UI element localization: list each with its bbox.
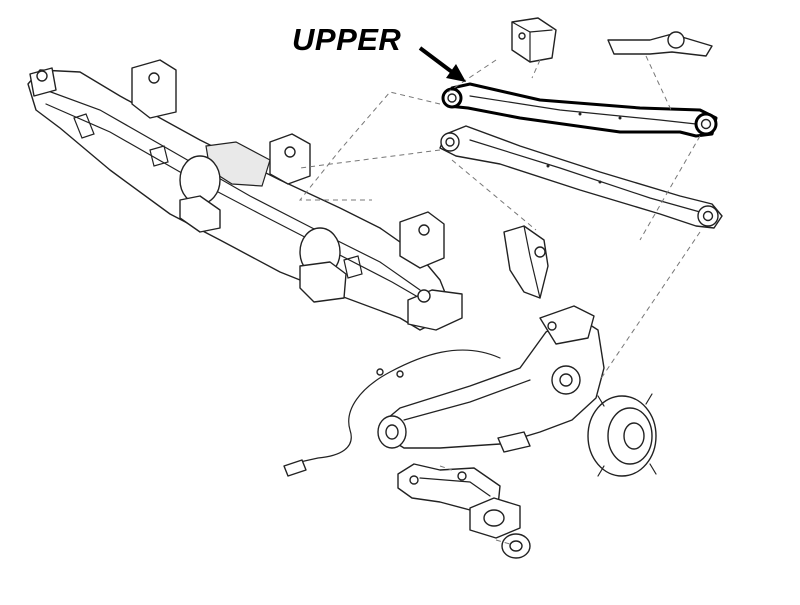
arm-bracket bbox=[503, 225, 549, 299]
mounting-bracket bbox=[511, 17, 557, 63]
toe-link-bracket bbox=[607, 31, 713, 57]
bushing-mount bbox=[469, 497, 521, 539]
lower-bracket bbox=[397, 463, 501, 511]
callout-arrow bbox=[418, 46, 466, 82]
bushing-washer bbox=[501, 533, 531, 559]
wheel-knuckle bbox=[377, 305, 605, 453]
rear-subframe bbox=[27, 59, 463, 331]
wheel-hub bbox=[587, 393, 657, 477]
assembly-guide-lines bbox=[298, 55, 701, 545]
lower-control-arm bbox=[439, 125, 723, 229]
upper-control-arm bbox=[441, 82, 718, 138]
upper-callout-label: UPPER bbox=[292, 22, 402, 57]
abs-sensor-cable bbox=[283, 349, 501, 477]
